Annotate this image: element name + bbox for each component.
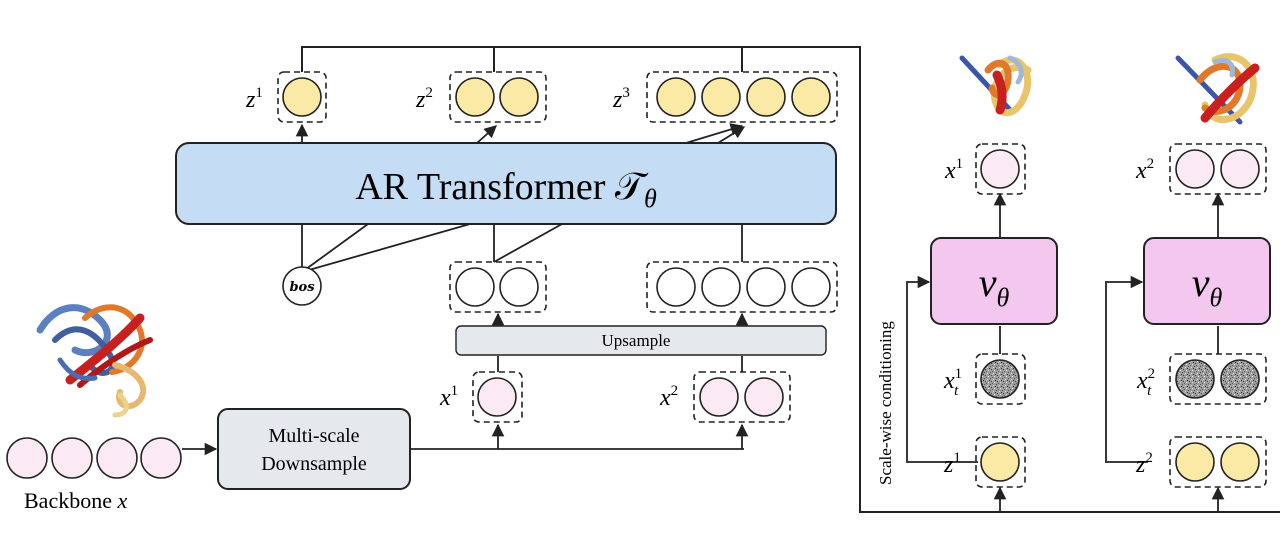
ar-transformer-block: AR Transformer 𝒯θ <box>175 142 837 225</box>
column1-z-label: z1 <box>943 450 961 478</box>
svg-text:vθ: vθ <box>979 260 1010 312</box>
x1-token-group <box>472 371 523 423</box>
protein-output-1-icon <box>959 55 1032 116</box>
svg-text:Downsample: Downsample <box>261 453 367 475</box>
column2-z-tokens <box>1169 436 1267 488</box>
protein-output-2-icon <box>1175 53 1260 125</box>
column1-z-token <box>975 436 1026 488</box>
ar-transformer-label: AR Transformer 𝒯θ <box>355 166 657 213</box>
column1-noisy-token <box>975 353 1026 405</box>
scale-wise-conditioning-label: Scale-wise conditioning <box>876 321 895 485</box>
svg-text:Multi-scale: Multi-scale <box>268 425 359 447</box>
upsample-arrows <box>491 312 749 372</box>
upsampled-x1-tokens <box>449 261 547 313</box>
z1-label: z1 <box>245 85 263 113</box>
z2-label: z2 <box>415 85 433 113</box>
column2-z-label: z2 <box>1135 450 1153 478</box>
svg-text:vθ: vθ <box>1192 260 1223 312</box>
z3-token-group <box>646 71 838 123</box>
column2-wiring <box>1105 192 1225 512</box>
x2-token-group <box>693 371 791 423</box>
column2-velocity-block: vθ <box>1143 237 1271 325</box>
z1-token-group <box>277 71 327 123</box>
column1-velocity-block: vθ <box>930 237 1058 325</box>
protein-structure-icon <box>36 304 153 418</box>
x2-label: x2 <box>659 383 678 411</box>
multiscale-downsample-block: Multi-scale Downsample <box>217 408 411 490</box>
x1-label: x1 <box>439 383 458 411</box>
backbone-tokens <box>6 437 182 479</box>
column1-x-label: x1 <box>944 156 963 184</box>
feedback-line <box>301 46 1280 513</box>
downsample-output-lines <box>410 423 749 450</box>
column1-x-token <box>975 143 1026 195</box>
svg-text:Upsample: Upsample <box>602 331 671 350</box>
bos-token: bos <box>282 266 322 306</box>
column1-wiring <box>906 192 1007 512</box>
column2-noisy-tokens <box>1169 353 1267 405</box>
upsample-block: Upsample <box>455 325 827 356</box>
z2-token-group <box>449 71 547 123</box>
z3-label: z3 <box>612 85 630 113</box>
column2-x-label: x2 <box>1135 156 1154 184</box>
transformer-output-arrows <box>295 123 746 144</box>
svg-text:bos: bos <box>289 280 315 295</box>
column2-x-tokens <box>1169 143 1267 195</box>
backbone-label: Backbone x <box>24 488 127 513</box>
upsampled-x2-tokens <box>646 261 838 313</box>
transformer-input-lines <box>301 223 743 273</box>
